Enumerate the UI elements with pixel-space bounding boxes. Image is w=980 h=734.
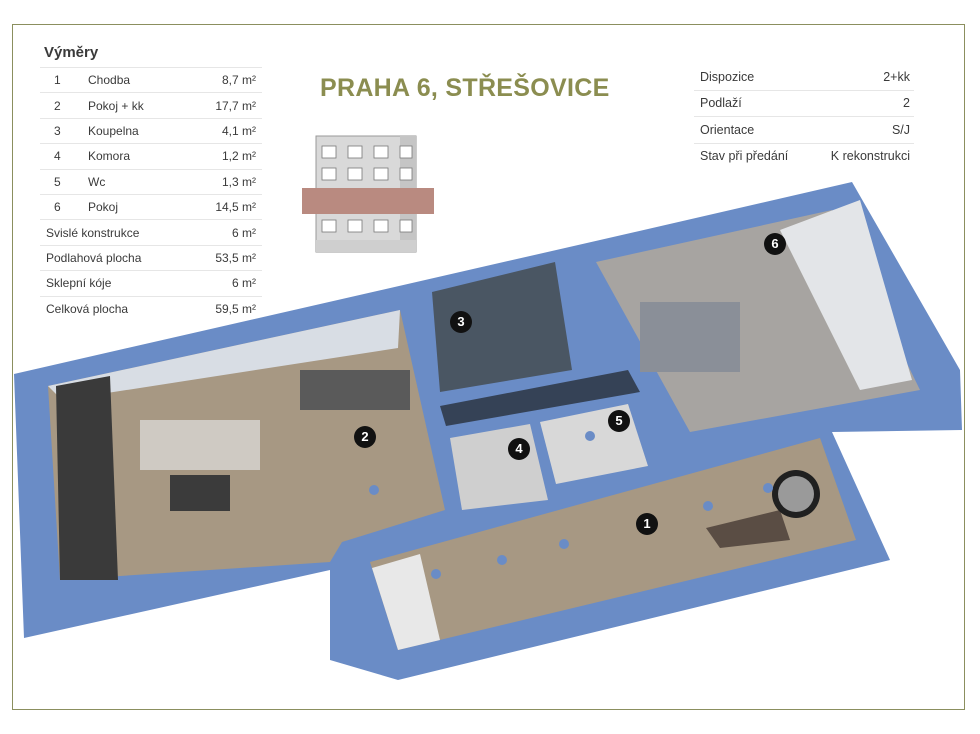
floor-plan [14,182,962,680]
room-bathroom [432,262,572,392]
room-marker-4: 4 [508,438,530,460]
page-title: PRAHA 6, STŘEŠOVICE [320,74,610,102]
areas-heading: Výměry [40,40,262,68]
room-marker-6: 6 [764,233,786,255]
room-marker-2: 2 [354,426,376,448]
room-marker-3: 3 [450,311,472,333]
room-hallway [370,438,856,650]
room-marker-1: 1 [636,513,658,535]
building-floor-icon [302,135,434,253]
room-marker-5: 5 [608,410,630,432]
page-frame [12,24,965,710]
